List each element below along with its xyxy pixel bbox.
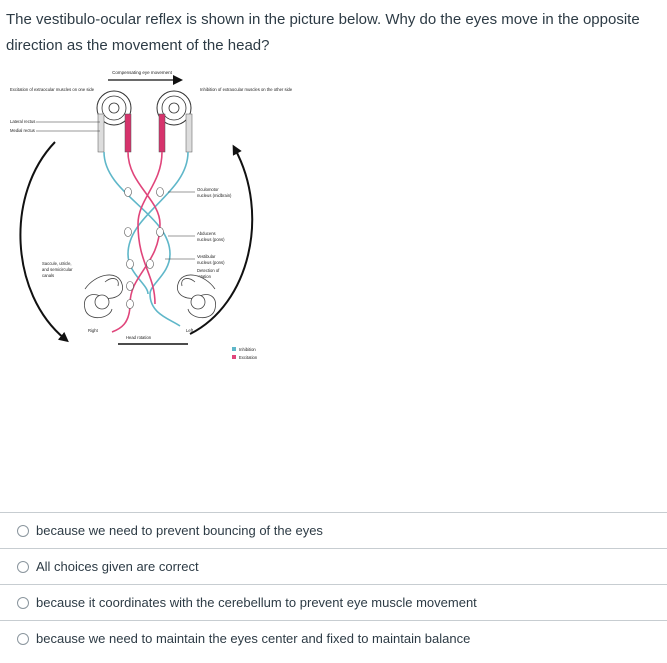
- inhibition-label: Inhibition of extraocular muscles on the…: [200, 87, 293, 92]
- legend-inhibition-label: Inhibition: [239, 347, 256, 352]
- radio-button[interactable]: [17, 596, 29, 609]
- compensating-label: Compensating eye movement: [112, 70, 173, 75]
- medial-rectus-label: Medial rectus: [10, 128, 35, 133]
- legend-inhibition-swatch: [232, 347, 236, 351]
- nucleus-nodes: [124, 187, 164, 309]
- oculomotor-label-1: Oculomotor: [197, 187, 219, 192]
- left-arc-arrow: [19, 141, 69, 343]
- abducens-label-1: Abducens: [197, 231, 216, 236]
- right-arc-arrow: [189, 144, 254, 335]
- vestibular-label-1: Vestibular: [197, 254, 216, 259]
- lateral-rectus-label: Lateral rectus: [10, 119, 35, 124]
- right-eye: [156, 90, 193, 153]
- saccule-label-1: Saccule, utricle,: [42, 261, 72, 266]
- left-inner-ear: [84, 274, 124, 319]
- choice-label: All choices given are correct: [36, 559, 199, 574]
- legend-excitation-label: Excitation: [239, 355, 258, 360]
- detection-label-2: rotation: [197, 274, 212, 279]
- detection-label-1: Detection of: [197, 268, 220, 273]
- radio-button[interactable]: [17, 560, 29, 573]
- saccule-label-2: and semicircular: [42, 267, 73, 272]
- question-text: The vestibulo-ocular reflex is shown in …: [6, 11, 640, 54]
- choice-label: because we need to prevent bouncing of t…: [36, 523, 323, 538]
- choice-3[interactable]: because it coordinates with the cerebell…: [0, 584, 667, 620]
- abducens-label-2: nucleus (pons): [197, 237, 225, 242]
- radio-button[interactable]: [17, 632, 29, 645]
- head-rotation-label: Head rotation: [126, 335, 152, 340]
- right-inner-ear: [176, 274, 216, 319]
- choice-label: because it coordinates with the cerebell…: [36, 595, 477, 610]
- oculomotor-label-2: nucleus (midbrain): [197, 193, 232, 198]
- left-label: Left: [186, 328, 194, 333]
- vestibular-label-2: nucleus (pons): [197, 260, 225, 265]
- choice-label: because we need to maintain the eyes cen…: [36, 631, 471, 646]
- answer-choices: because we need to prevent bouncing of t…: [0, 512, 667, 656]
- neural-pathways: [103, 151, 189, 333]
- left-eye: [96, 90, 132, 153]
- right-label: Right: [88, 328, 99, 333]
- saccule-label-3: canals: [42, 273, 54, 278]
- legend-excitation-swatch: [232, 355, 236, 359]
- choice-2[interactable]: All choices given are correct: [0, 548, 667, 584]
- excitation-label: Excitation of extraocular muscles on one…: [10, 87, 95, 92]
- choice-1[interactable]: because we need to prevent bouncing of t…: [0, 512, 667, 548]
- radio-button[interactable]: [17, 524, 29, 537]
- choice-4[interactable]: because we need to maintain the eyes cen…: [0, 620, 667, 656]
- vor-diagram: Compensating eye movement Excitation of …: [0, 64, 300, 380]
